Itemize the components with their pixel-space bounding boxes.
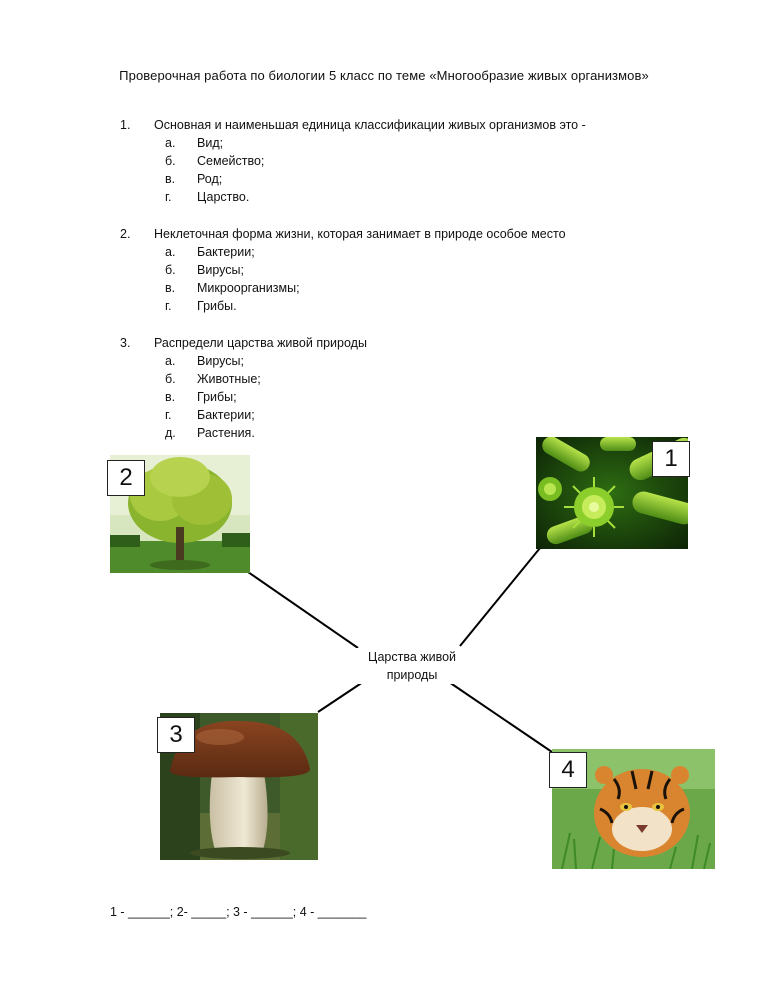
option: в.Род; — [165, 172, 223, 186]
worksheet-title: Проверочная работа по биологии 5 класс п… — [119, 68, 649, 83]
question-3: 3. Распредели царства живой природы а.Вир… — [120, 334, 367, 442]
option: г.Царство. — [165, 190, 250, 204]
option: в.Микроорганизмы; — [165, 281, 300, 295]
question-number: 1. — [120, 118, 131, 132]
option: г.Бактерии; — [165, 408, 255, 422]
question-text: Распредели царства живой природы — [154, 336, 367, 350]
label-1: 1 — [652, 441, 690, 477]
question-number: 3. — [120, 336, 131, 350]
option: а.Вид; — [165, 136, 224, 150]
line-to-bacteria — [459, 547, 541, 647]
diagram-center-label: Царства живой природы — [350, 648, 474, 684]
tree-image — [110, 455, 250, 573]
option: г.Грибы. — [165, 299, 237, 313]
option: а.Бактерии; — [165, 245, 255, 259]
tiger-image — [552, 749, 715, 869]
line-to-plant — [247, 571, 359, 649]
label-2: 2 — [107, 460, 145, 496]
center-label-line-1: Царства живой — [367, 650, 457, 664]
question-text: Основная и наименьшая единица классифика… — [154, 118, 586, 132]
option: б.Семейство; — [165, 154, 265, 168]
line-to-tiger — [445, 679, 553, 753]
option: а.Вирусы; — [165, 354, 244, 368]
question-text: Неклеточная форма жизни, которая занимае… — [154, 227, 566, 241]
label-4: 4 — [549, 752, 587, 788]
option: в.Грибы; — [165, 390, 237, 404]
label-3: 3 — [157, 717, 195, 753]
question-number: 2. — [120, 227, 131, 241]
question-2: 2. Неклеточная форма жизни, которая заним… — [120, 225, 566, 315]
option: б.Вирусы; — [165, 263, 244, 277]
option: д.Растения. — [165, 426, 255, 440]
option: б.Животные; — [165, 372, 261, 386]
center-label-line-2: природы — [386, 668, 438, 682]
question-1: 1. Основная и наименьшая единица классифи… — [120, 116, 586, 206]
answer-line: 1 - ______; 2- _____; 3 - ______; 4 - __… — [110, 905, 367, 919]
